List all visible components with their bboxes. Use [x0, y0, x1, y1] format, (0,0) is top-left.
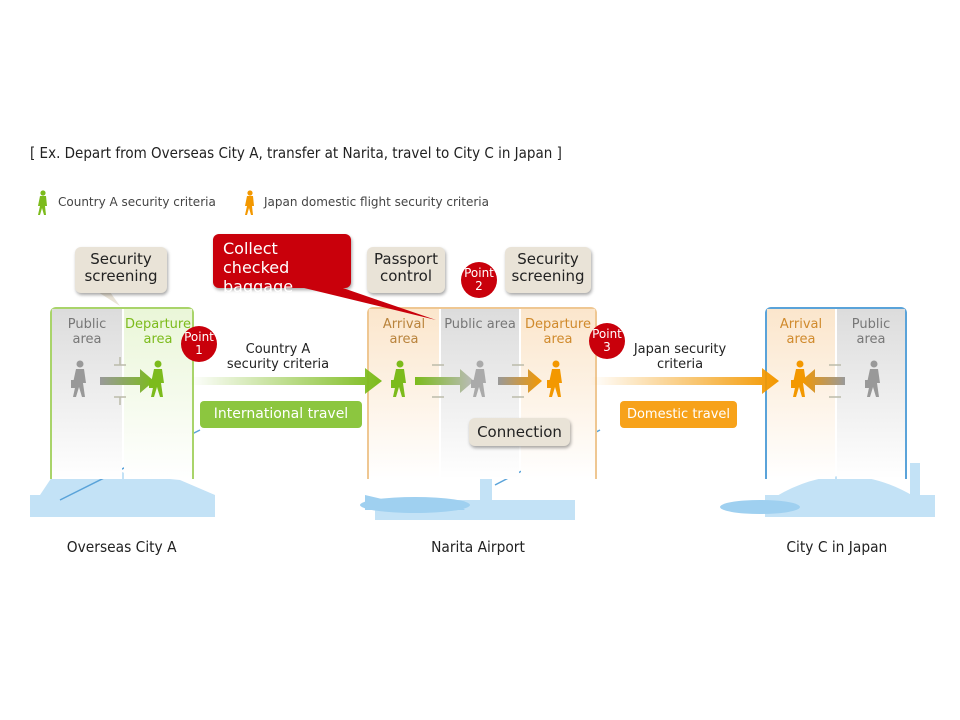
point-1-marker: Point 1 — [181, 326, 217, 362]
departure-area: Departure area — [124, 309, 192, 479]
city-label: City C in Japan — [786, 538, 888, 556]
city-label: Narita Airport — [431, 538, 525, 556]
arrival-area: Arrival area — [767, 309, 835, 479]
legend-japan-domestic: Japan domestic flight security criteria — [264, 195, 489, 209]
green-person-icon — [38, 190, 47, 215]
point-3-marker: Point 3 — [589, 323, 625, 359]
public-area: Public area — [441, 309, 519, 479]
city-label: Overseas City A — [66, 538, 177, 556]
japan-criteria-label: Japan security criteria — [633, 342, 727, 372]
public-area: Public area — [837, 309, 905, 479]
orange-person-icon — [245, 190, 254, 215]
security-screening-callout: Security screening — [75, 247, 167, 293]
collect-baggage-callout: Collect checked baggage — [213, 234, 351, 296]
international-travel-tag: International travel — [200, 401, 362, 428]
gate-marks — [114, 357, 841, 405]
city-c-terminal: Arrival area Public area — [765, 307, 907, 479]
public-area: Public area — [52, 309, 122, 479]
legend-country-a: Country A security criteria — [58, 195, 216, 209]
point-2-marker: Point 2 — [461, 262, 497, 298]
arrow — [100, 368, 845, 394]
domestic-travel-tag: Domestic travel — [620, 401, 737, 428]
baggage-pointer — [300, 287, 436, 320]
diagram-title: [ Ex. Depart from Overseas City A, trans… — [30, 144, 562, 162]
city-c-skyline-icon — [720, 463, 935, 517]
intl-criteria-label: Country A security criteria — [226, 342, 330, 372]
passport-control-callout: Passport control — [367, 247, 445, 293]
security-screening-callout: Security screening — [505, 247, 591, 293]
connection-callout: Connection — [469, 418, 570, 446]
